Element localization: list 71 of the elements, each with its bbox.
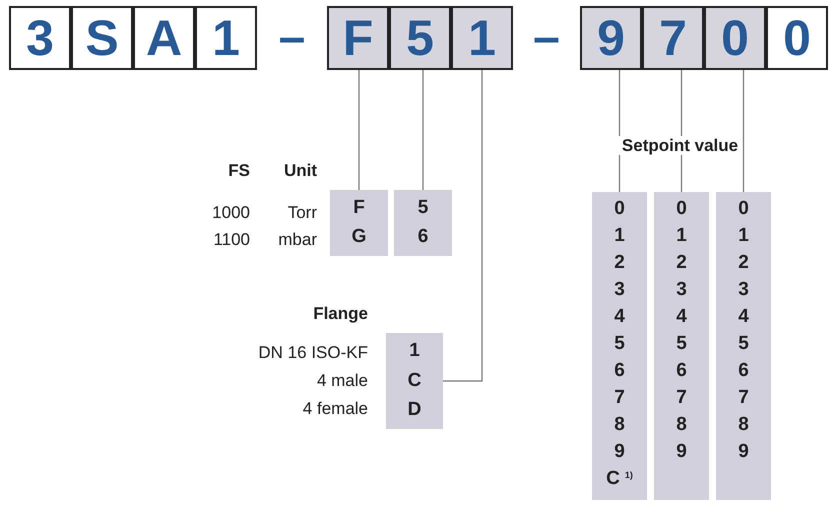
code-box: 1 (195, 6, 257, 70)
code-box: F (327, 6, 389, 70)
option-code: 3 (614, 278, 625, 302)
option-code: 2 (614, 251, 625, 276)
connector-line (358, 70, 360, 190)
option-code: 9 (614, 440, 625, 464)
option-code: 1 (409, 339, 420, 364)
option-code: 1 (676, 224, 687, 248)
option-code: 5 (614, 332, 625, 356)
option-code: C $^{1)}$ (606, 467, 633, 492)
option-column (654, 192, 709, 500)
flange-type: 4 female (302, 398, 368, 420)
option-code: G (352, 225, 366, 250)
option-code: 7 (676, 386, 687, 410)
column-heading: FS (227, 160, 250, 182)
option-code: 6 (738, 359, 749, 384)
code-box: 5 (389, 6, 451, 70)
column-heading: Flange (312, 303, 368, 325)
option-code: 3 (676, 278, 687, 302)
unit-value: Torr (286, 202, 317, 224)
option-code: 0 (676, 197, 687, 222)
option-code: 0 (614, 197, 625, 222)
option-code: 7 (738, 386, 749, 410)
unit-value: mbar (277, 229, 317, 251)
option-code: 5 (676, 332, 687, 356)
code-box: 3 (9, 6, 71, 70)
dash: – (532, 14, 561, 62)
option-code: 6 (418, 225, 428, 250)
dash: – (278, 14, 306, 62)
option-code: 3 (738, 278, 749, 302)
option-code: 7 (614, 386, 625, 410)
code-box: 0 (766, 6, 828, 70)
code-box: S (71, 6, 133, 70)
option-code: 1 (738, 224, 749, 248)
option-column (716, 192, 771, 500)
code-box: A (133, 6, 195, 70)
pressure-value: 1000 (211, 202, 250, 224)
option-code: D (408, 398, 422, 422)
option-code: 4 (676, 305, 687, 330)
code-box: 7 (642, 6, 704, 70)
flange-type: 4 male (316, 370, 368, 392)
option-code: 2 (676, 251, 687, 276)
option-code: 4 (738, 305, 749, 330)
code-box: 1 (451, 6, 513, 70)
option-column (330, 190, 388, 256)
option-code: 8 (676, 413, 687, 438)
option-code: 1 (614, 224, 625, 248)
option-column (386, 333, 443, 429)
option-code: C (408, 368, 422, 393)
connector-line (443, 70, 483, 382)
column-heading: Unit (282, 160, 317, 182)
option-code: 5 (738, 332, 749, 356)
option-code: 2 (738, 251, 749, 276)
option-column (592, 192, 647, 500)
option-code: F (353, 196, 365, 220)
code-box: 9 (580, 6, 642, 70)
connector-line (742, 70, 744, 192)
option-code: 4 (614, 305, 625, 330)
option-code: 6 (614, 359, 625, 384)
option-code: 6 (676, 359, 687, 384)
option-code: 9 (676, 440, 687, 464)
code-box: 0 (704, 6, 766, 70)
option-code: 0 (738, 197, 749, 222)
connector-line (422, 70, 424, 190)
option-code: 5 (418, 196, 428, 220)
option-code: 8 (614, 413, 625, 438)
option-code: 9 (738, 440, 749, 464)
pressure-value: 1100 (212, 229, 250, 251)
flange-type: DN 16 ISO-KF (257, 342, 368, 364)
option-code: 8 (738, 413, 749, 438)
option-column (394, 190, 452, 256)
